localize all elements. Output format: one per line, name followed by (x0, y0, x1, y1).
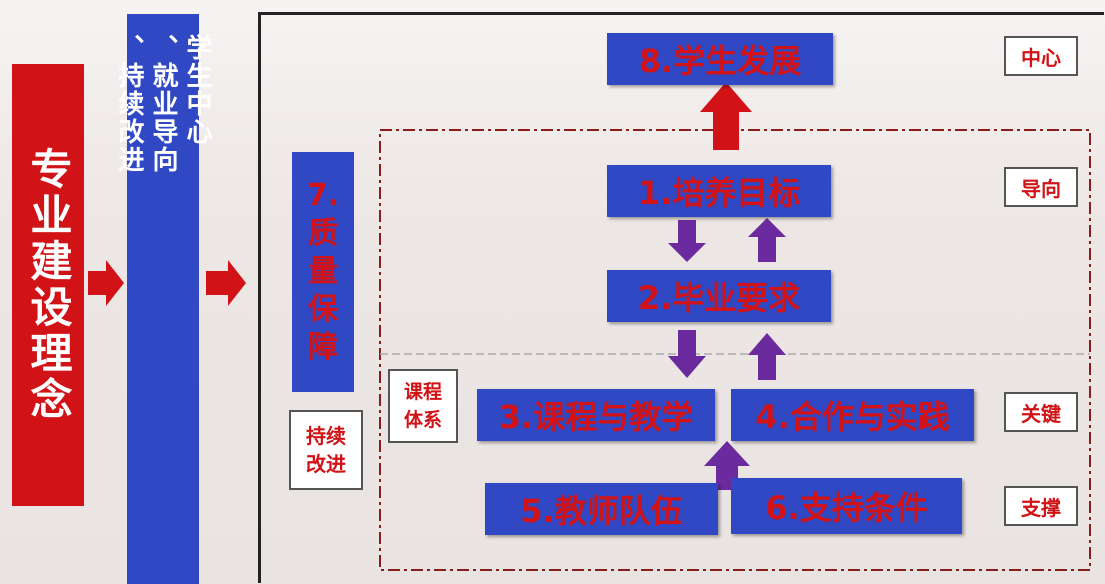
box-teaching-staff: 5.教师队伍 (485, 483, 718, 535)
concept-bar: 学生中心 、就业导向 、持续改进 (114, 14, 212, 584)
main-frame (258, 12, 1104, 583)
box-cooperation-practice-label: 4.合作与实践 (755, 398, 950, 436)
tag-guide-label: 导向 (1021, 176, 1061, 201)
box-graduation-requirements: 2.毕业要求 (607, 270, 831, 322)
arrow-right-icon (88, 260, 124, 306)
box-training-goal: 1.培养目标 (607, 165, 831, 217)
course-system-label: 课程体系 (403, 381, 442, 431)
box-support-conditions-label: 6.支持条件 (765, 489, 928, 527)
arrow-up-icon (704, 441, 750, 490)
box-graduation-requirements-label: 2.毕业要求 (637, 279, 801, 317)
concept-title-bar: 专业建设理念 (12, 64, 84, 506)
concept-text-2: 、就业导向 (148, 34, 178, 174)
box-teaching-staff-label: 5.教师队伍 (520, 492, 683, 530)
quality-assurance-bar: 7.质量保障 (292, 152, 354, 392)
arrow-up-icon (748, 333, 786, 380)
tag-support: 支撑 (1004, 486, 1078, 526)
concept-text-1: 学生中心 (182, 34, 212, 146)
box-training-goal-label: 1.培养目标 (637, 174, 801, 212)
tag-center: 中心 (1004, 36, 1078, 76)
continuous-improvement-box: 持续改进 (289, 410, 363, 490)
arrow-down-icon (668, 330, 706, 378)
box-support-conditions: 6.支持条件 (731, 478, 962, 534)
quality-assurance-label: 7.质量保障 (306, 178, 340, 365)
box-cooperation-practice: 4.合作与实践 (731, 389, 974, 441)
arrow-down-icon (668, 220, 706, 262)
tag-key: 关键 (1004, 392, 1078, 432)
arrow-up-icon (748, 218, 786, 262)
concept-title: 专业建设理念 (24, 147, 73, 423)
box-student-development-label: 8.学生发展 (638, 42, 802, 80)
tag-key-label: 关键 (1021, 401, 1061, 426)
concept-text-3: 、持续改进 (114, 34, 144, 174)
box-curriculum-teaching-label: 3.课程与教学 (498, 398, 694, 436)
tag-support-label: 支撑 (1021, 495, 1061, 520)
box-student-development: 8.学生发展 (607, 33, 833, 85)
arrow-right-icon (206, 260, 246, 306)
box-curriculum-teaching: 3.课程与教学 (477, 389, 715, 441)
tag-guide: 导向 (1004, 167, 1078, 207)
course-system-tag: 课程体系 (388, 369, 458, 443)
continuous-improvement-label: 持续改进 (306, 424, 346, 476)
tag-center-label: 中心 (1021, 45, 1061, 70)
arrow-up-icon (700, 82, 752, 150)
